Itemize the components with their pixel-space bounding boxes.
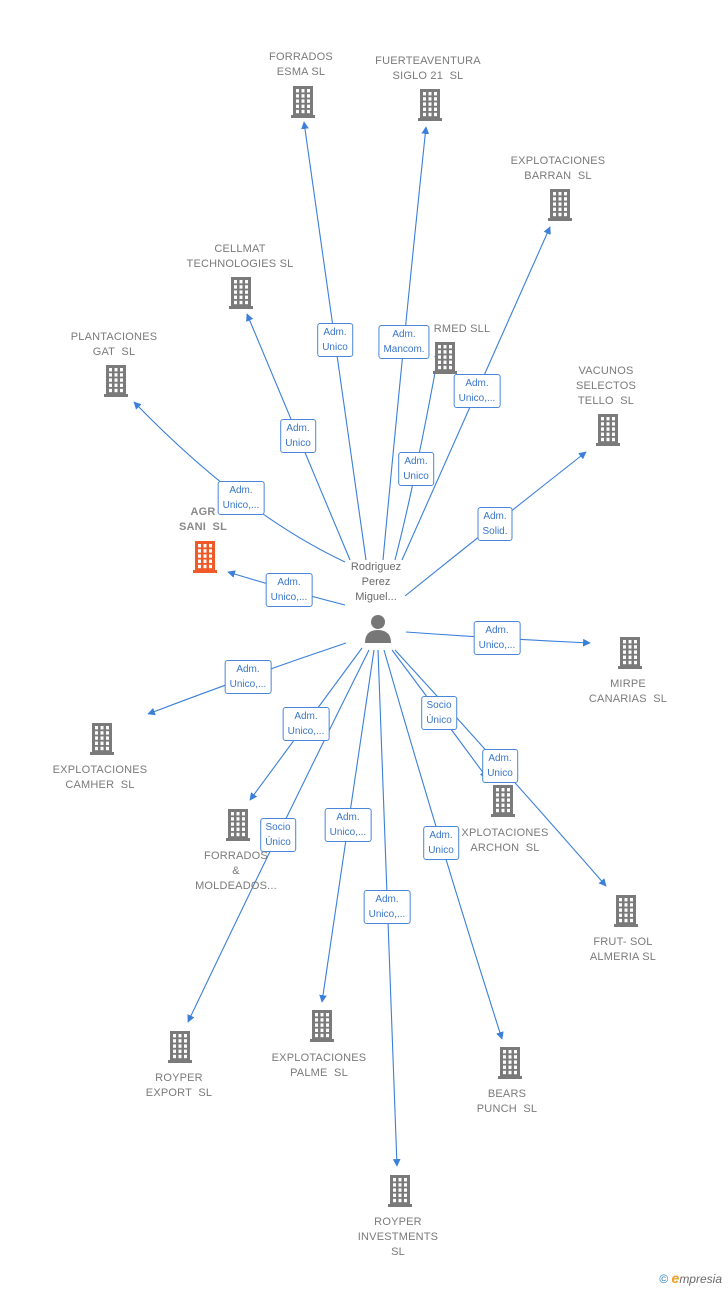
building-icon-royper-investments[interactable]: [388, 1175, 412, 1207]
edge-label-mirpe[interactable]: Adm. Unico,...: [473, 621, 521, 655]
building-icon-frut-sol[interactable]: [614, 895, 638, 927]
building-icon-camher[interactable]: [90, 723, 114, 755]
building-icon-cellmat[interactable]: [229, 277, 253, 309]
building-icon-vacunos[interactable]: [596, 414, 620, 446]
building-icon-explotaciones-archon[interactable]: [491, 785, 515, 817]
brand-name: mpresia: [679, 1272, 722, 1286]
company-label-explotaciones-barran[interactable]: EXPLOTACIONES BARRAN SL: [510, 155, 606, 182]
edge-label-vacunos[interactable]: Adm. Solid.: [477, 507, 513, 541]
building-icon-explotaciones-palme[interactable]: [310, 1010, 334, 1042]
building-icon-plantaciones-gat[interactable]: [104, 365, 128, 397]
company-label-forrados-esma[interactable]: FORRADOS ESMA SL: [269, 51, 333, 78]
company-label-plantaciones-gat[interactable]: PLANTACIONES GAT SL: [70, 331, 158, 358]
company-label-forrados-moldeados[interactable]: FORRADOS & MOLDEADOS...: [195, 850, 277, 892]
building-icon-mirpe[interactable]: [618, 637, 642, 669]
company-label-camher[interactable]: EXPLOTACIONES CAMHER SL: [52, 764, 148, 791]
company-label-agr-sani[interactable]: AGR SANI SL: [178, 506, 228, 533]
edge-label-explotaciones-barran[interactable]: Adm. Unico,...: [453, 374, 501, 408]
edge-label-plantaciones-gat[interactable]: Adm. Unico,...: [217, 481, 265, 515]
edge-label-explotaciones-palme[interactable]: Adm. Unico,...: [324, 808, 372, 842]
company-label-explotaciones-archon[interactable]: XPLOTACIONES ARCHON SL: [461, 827, 549, 854]
edge-label-agr-sani[interactable]: Adm. Unico,...: [265, 573, 313, 607]
edge-label-rmed[interactable]: Adm. Unico: [398, 452, 434, 486]
edge-label-frut-sol[interactable]: Adm. Unico: [482, 749, 518, 783]
company-label-royper-export[interactable]: ROYPER EXPORT SL: [145, 1072, 213, 1099]
company-label-bears-punch[interactable]: BEARS PUNCH SL: [476, 1088, 538, 1115]
company-label-royper-investments[interactable]: ROYPER INVESTMENTS SL: [357, 1216, 439, 1258]
building-icon-bears-punch[interactable]: [498, 1047, 522, 1079]
building-icon-rmed[interactable]: [433, 342, 457, 374]
edge-label-bears-punch[interactable]: Adm. Unico: [423, 826, 459, 860]
company-label-mirpe[interactable]: MIRPE CANARIAS SL: [588, 678, 668, 705]
edge-label-royper-export[interactable]: Socio Único: [260, 818, 296, 852]
building-icon-forrados-esma[interactable]: [291, 86, 315, 118]
company-label-vacunos[interactable]: VACUNOS SELECTOS TELLO SL: [575, 365, 637, 407]
edge-label-fuerteaventura[interactable]: Adm. Mancom.: [378, 325, 430, 359]
company-label-rmed[interactable]: RMED SLL: [433, 323, 491, 335]
company-label-cellmat[interactable]: CELLMAT TECHNOLOGIES SL: [186, 243, 294, 270]
footer-brand: © empresia: [659, 1270, 722, 1286]
edge-label-royper-investments[interactable]: Adm. Unico,...: [363, 890, 411, 924]
person-name[interactable]: Rodriguez Perez Miguel...: [350, 560, 402, 605]
building-icon-explotaciones-barran[interactable]: [548, 189, 572, 221]
copyright-symbol: ©: [659, 1272, 669, 1286]
edge-label-forrados-moldeados[interactable]: Adm. Unico,...: [282, 707, 330, 741]
building-icon-forrados-moldeados[interactable]: [226, 809, 250, 841]
edge-label-explotaciones-archon[interactable]: Socio Único: [421, 696, 457, 730]
company-label-fuerteaventura[interactable]: FUERTEAVENTURA SIGLO 21 SL: [375, 55, 481, 82]
company-label-explotaciones-palme[interactable]: EXPLOTACIONES PALME SL: [271, 1052, 367, 1079]
brand-initial: e: [671, 1270, 680, 1286]
edge-label-camher[interactable]: Adm. Unico,...: [224, 660, 272, 694]
company-label-frut-sol[interactable]: FRUT- SOL ALMERIA SL: [589, 936, 657, 963]
person-icon[interactable]: [365, 615, 391, 643]
edge-label-cellmat[interactable]: Adm. Unico: [280, 419, 316, 453]
building-icon-royper-export[interactable]: [168, 1031, 192, 1063]
building-icon-fuerteaventura[interactable]: [418, 89, 442, 121]
building-icon-agr-sani[interactable]: [193, 541, 217, 573]
edge-label-forrados-esma[interactable]: Adm. Unico: [317, 323, 353, 357]
